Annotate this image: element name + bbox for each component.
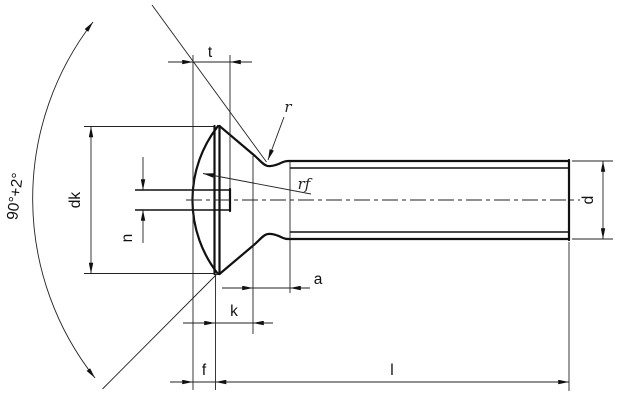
dimension-dk: dk	[67, 126, 94, 274]
dimension-n: n	[119, 157, 146, 243]
leader-r: r	[267, 98, 292, 161]
dimension-f-l: f l	[170, 362, 569, 385]
d-label: d	[580, 196, 597, 205]
cone-extension-top	[151, 4, 267, 163]
t-label: t	[208, 44, 213, 61]
extension-lines	[84, 55, 613, 391]
dimension-t: t	[168, 44, 252, 65]
n-label: n	[119, 234, 136, 243]
cone-extension-bottom	[102, 272, 219, 390]
rf-label: rf	[298, 175, 313, 193]
a-label: a	[314, 271, 323, 288]
f-label: f	[202, 362, 207, 379]
angle-arc	[32, 21, 96, 379]
dimension-a: a	[222, 271, 323, 291]
cone-top	[218, 124, 290, 168]
r-leader-line	[267, 116, 285, 161]
l-label: l	[390, 362, 393, 379]
dimension-d: d	[580, 161, 606, 239]
angle-label: 90°+2°	[4, 172, 27, 221]
dimension-k: k	[183, 303, 273, 326]
r-label: r	[284, 98, 292, 116]
dk-label: dk	[67, 192, 84, 209]
k-label: k	[230, 303, 238, 320]
angle-construction: 90°+2°	[4, 4, 267, 390]
rf-leader-line	[202, 173, 312, 195]
cone-bottom	[218, 232, 290, 276]
screw-outline	[135, 124, 580, 276]
leader-rf: rf	[202, 173, 313, 195]
